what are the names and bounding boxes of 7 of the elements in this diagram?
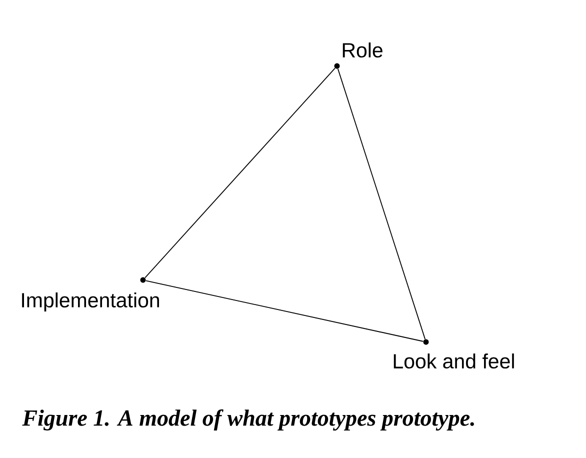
line (337, 68, 426, 340)
caption: Figure 1. A model of what prototypes prototype. (22, 409, 474, 431)
point-label: Implementation (22, 292, 159, 312)
point-label: Look and feel (394, 353, 514, 369)
line (144, 68, 336, 278)
point-label: Role (342, 42, 382, 58)
line (145, 280, 424, 342)
